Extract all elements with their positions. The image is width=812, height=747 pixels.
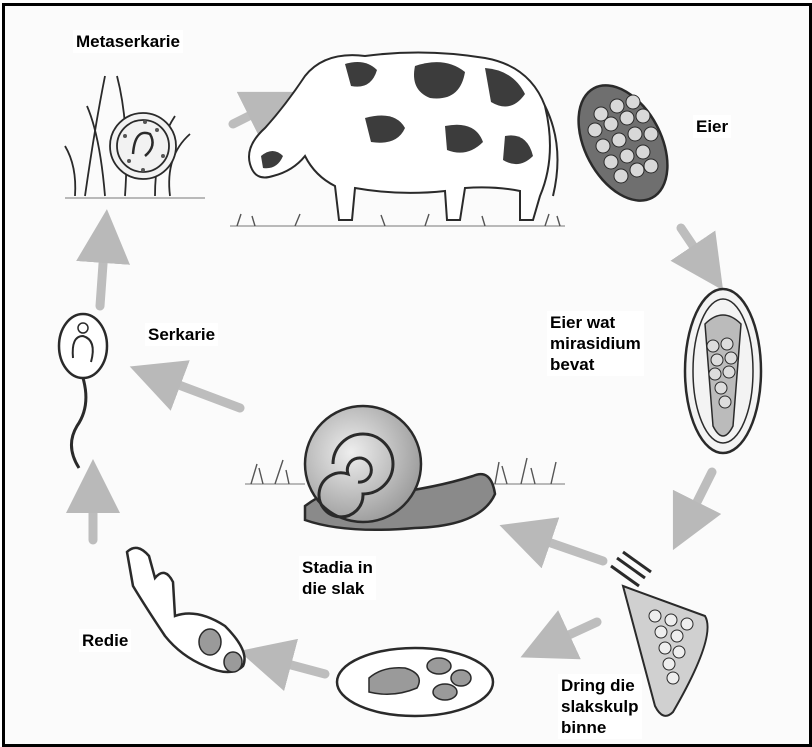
arrow-dring-to-sporocyst — [545, 622, 597, 646]
label-line: die slak — [302, 578, 373, 599]
eggs-illustration — [560, 70, 685, 215]
label-stadia-slak: Stadia in die slak — [299, 556, 376, 600]
label-line: slakskulp — [561, 696, 639, 717]
label-eier: Eier — [693, 115, 731, 138]
egg-miracidium-illustration — [685, 289, 761, 453]
label-line: mirasidium — [550, 333, 641, 354]
metaserkarie-cyst-illustration — [65, 76, 205, 198]
arrow-dring-to-snail — [525, 534, 603, 561]
snail-illustration — [245, 406, 565, 530]
arrow-metaserkarie-to-cow — [233, 104, 273, 124]
arrow-snail-to-serkarie — [155, 376, 240, 408]
label-line: binne — [561, 717, 639, 738]
cow-illustration — [230, 52, 565, 226]
redie-illustration — [127, 548, 245, 672]
label-line: Stadia in — [302, 557, 373, 578]
label-redie: Redie — [79, 629, 131, 652]
label-line: bevat — [550, 354, 641, 375]
arrow-mirasidium-to-dring — [685, 472, 712, 526]
label-metaserkarie: Metaserkarie — [73, 30, 183, 53]
label-dring: Dring die slakskulp binne — [558, 674, 642, 739]
arrow-eier-to-mirasidium — [681, 228, 708, 268]
label-line: Eier wat — [550, 312, 641, 333]
label-eier-mirasidium: Eier wat mirasidium bevat — [547, 311, 644, 376]
label-line: Dring die — [561, 675, 639, 696]
diagram-frame: Metaserkarie Eier Eier wat mirasidium be… — [2, 3, 812, 747]
arrow-serkarie-to-metaserkarie — [100, 236, 105, 306]
arrow-sporocyst-to-redie — [265, 658, 325, 674]
label-serkarie: Serkarie — [145, 323, 218, 346]
serkarie-illustration — [59, 314, 107, 468]
sporocyst-illustration — [337, 648, 493, 716]
